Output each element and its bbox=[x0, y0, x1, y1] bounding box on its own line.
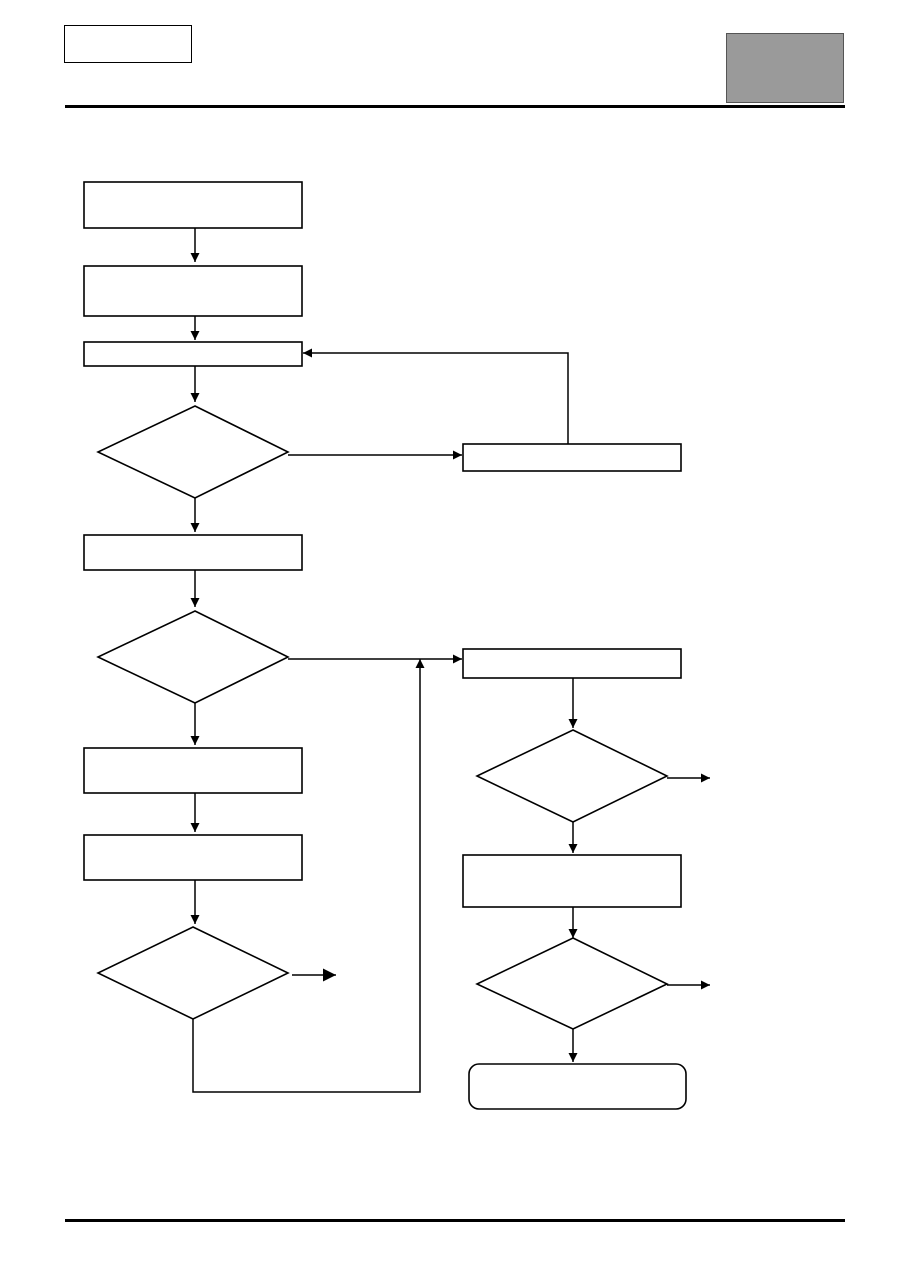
header-doc-code-box bbox=[64, 25, 192, 63]
process-step-4 bbox=[83, 534, 303, 571]
branch-step-1 bbox=[462, 648, 682, 679]
decision-5 bbox=[475, 937, 669, 1030]
terminal-node bbox=[468, 1063, 687, 1110]
header-section-tag bbox=[726, 33, 844, 103]
decision-4 bbox=[475, 729, 669, 823]
process-step-1 bbox=[83, 181, 303, 229]
connectors bbox=[190, 228, 710, 1093]
process-step-6 bbox=[83, 834, 303, 881]
process-step-2 bbox=[83, 265, 303, 317]
footer-divider bbox=[65, 1219, 845, 1222]
header-divider bbox=[65, 105, 845, 108]
decision-3 bbox=[96, 926, 290, 1020]
edge-decision-3-loop-back bbox=[192, 659, 425, 1093]
edge-retry-to-step-3 bbox=[303, 348, 569, 444]
process-step-3 bbox=[83, 341, 303, 367]
decision-1 bbox=[96, 405, 290, 499]
retry-step bbox=[462, 443, 682, 472]
process-step-5 bbox=[83, 747, 303, 794]
decision-2 bbox=[96, 610, 290, 704]
branch-step-2 bbox=[462, 854, 682, 908]
